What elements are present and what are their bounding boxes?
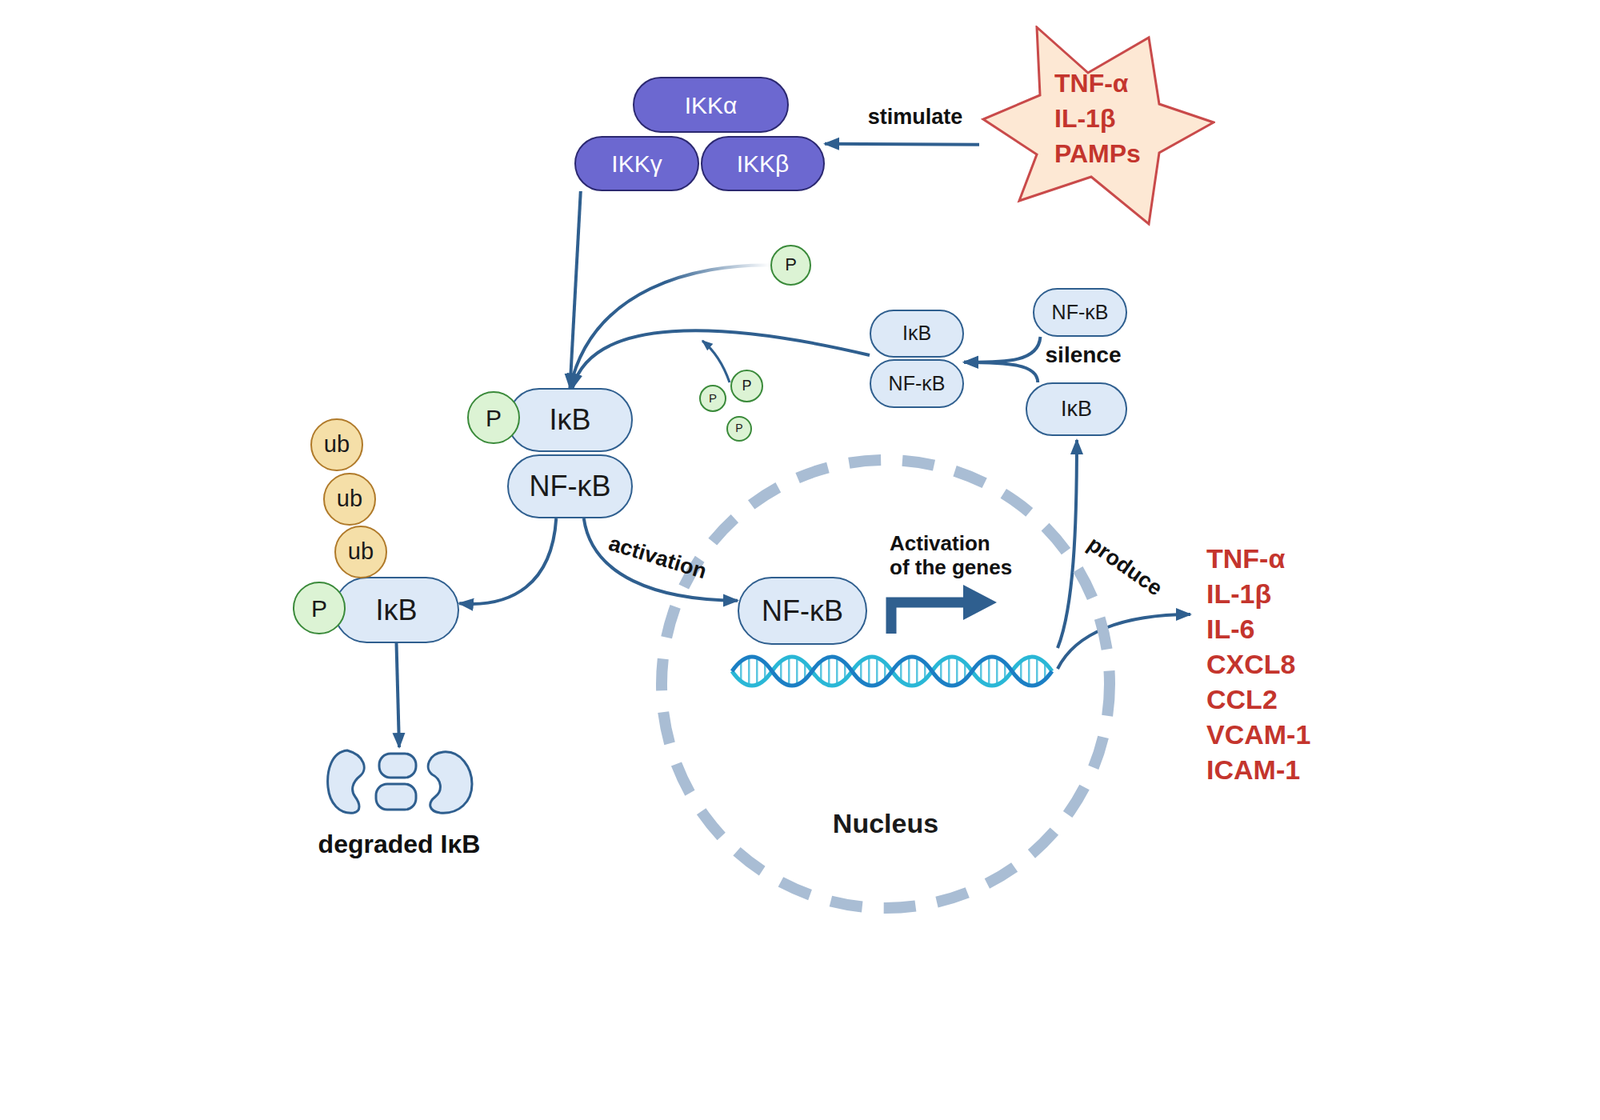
product-name: CCL2 [1206,684,1278,716]
node-label: P [735,422,743,435]
arrow-connector [459,518,556,604]
arrow-connector [824,144,980,145]
node-label: IKKγ [611,150,662,177]
protein-fragment [328,750,365,813]
node-label: P [708,392,717,406]
transcription-arrow-body [891,602,965,634]
product-name: TNF-α [1206,543,1285,575]
nucleus-outline [656,454,1116,914]
nucleus-membrane [661,460,1110,908]
node-label: P [741,378,752,395]
protein-box: IκB [333,576,460,644]
arrow-connector [964,362,1038,383]
node-label: ub [324,432,350,458]
node-label: IκB [1060,397,1092,422]
ubiquitin-circle: ub [323,472,376,526]
node-label: Nucleus [656,808,1116,839]
degraded-protein: degraded IκB [299,747,500,868]
node-label: IκB [548,404,591,436]
dna-helix [732,656,1052,686]
phosphate-release-arrow [702,340,730,383]
arrow-connector [396,643,400,748]
phosphate-circle: P [699,384,727,412]
protein-box: NF-κB [1032,288,1128,337]
node-label: NF-κB [761,595,844,628]
protein-box: IκB [869,309,964,358]
phosphate-circle: P [292,581,346,635]
arrow-connector [584,518,738,601]
node-label: IκB [375,594,417,627]
ikk-subunit: IKKβ [700,136,825,192]
stimulus-star: TNF-αIL-1βPAMPs [979,25,1216,228]
arrow-connector [572,330,870,388]
phosphate-circle: P [730,369,764,403]
edge-label: activation [605,531,710,585]
product-name: IL-6 [1206,613,1255,645]
node-label: IκB [902,322,932,345]
product-name: IL-1β [1206,578,1272,610]
node-label: P [311,595,328,622]
ikk-subunit: IKKα [632,76,789,133]
arrow-connector [570,191,581,388]
dna-strand [732,656,1052,686]
ubiquitin-circle: ub [310,418,364,472]
ubiquitin-circle: ub [334,525,388,579]
protein-box: IκB [1025,382,1128,436]
dna-rungs [732,655,1052,688]
phosphate-circle: P [467,391,520,444]
product-name: ICAM-1 [1206,754,1300,786]
ikk-subunit: IKKγ [574,136,700,192]
node-label: IL-1β [1054,100,1141,136]
transcription-arrow-head [963,584,997,620]
edge-label: stimulate [868,104,964,130]
node-label: PAMPs [1054,136,1141,172]
node-label: IKKβ [736,150,790,177]
protein-fragment [428,752,472,813]
annotation: produce [1082,532,1167,602]
annotation: Activation of the genes [889,532,1014,580]
annotation: silence [1045,342,1122,368]
protein-box: NF-κB [737,576,868,645]
node-label: TNF-α [1054,65,1141,101]
arrow-connector [964,336,1040,363]
product-name: CXCL8 [1206,648,1296,680]
node-label: P [784,255,797,275]
phosphate-circle: P [726,416,752,442]
degraded-fragments [323,747,476,816]
nucleus-boundary: Nucleus NF-κB [656,454,1116,914]
protein-box: IκB [507,388,633,452]
node-label: IKKα [684,92,738,119]
node-label: P [485,404,502,432]
node-label: ub [336,486,363,512]
phosphate-circle: P [770,244,812,286]
protein-box: NF-κB [507,454,633,519]
star-shape [983,27,1214,224]
node-label: NF-κB [888,372,946,396]
node-label: NF-κB [1052,301,1109,324]
protein-fragment [379,753,416,778]
node-label: NF-κB [529,470,612,503]
star-text-block: TNF-αIL-1βPAMPs [1054,65,1141,172]
protein-box: NF-κB [869,359,964,408]
produce-arrow [1057,614,1191,669]
product-name: VCAM-1 [1206,719,1311,751]
dna-strand [732,656,1052,686]
node-label: degraded IκB [299,830,500,859]
transcription-arrow [891,584,997,634]
node-label: ub [348,539,374,565]
protein-fragment [376,784,416,810]
arrow-connector [570,264,772,388]
